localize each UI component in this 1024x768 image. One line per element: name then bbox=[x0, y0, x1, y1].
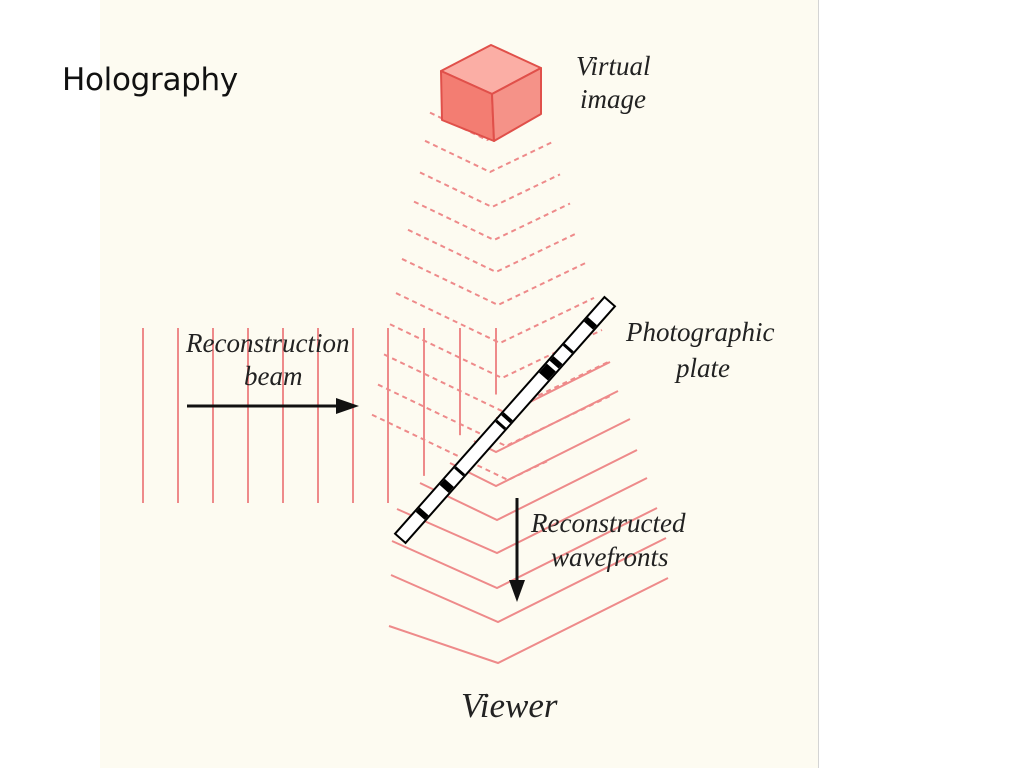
virtual-wavefront-chevron bbox=[395, 292, 595, 345]
cube-side-face bbox=[491, 67, 542, 142]
virtual-wavefront-chevron bbox=[413, 200, 571, 242]
virtual-wavefront-chevron bbox=[424, 139, 553, 174]
reconstructed-wavefront-chevron bbox=[396, 477, 648, 555]
slide-title: Holography bbox=[62, 62, 238, 98]
plate-fringes bbox=[415, 317, 597, 520]
virtual-wavefront-chevron bbox=[419, 171, 561, 209]
reconstruction-beam-wavefronts bbox=[142, 328, 497, 503]
reconstructed-wavefront-chevron bbox=[388, 577, 669, 665]
reconstructed-wavefronts-label-line2: wavefronts bbox=[551, 542, 669, 572]
photographic-plate-label-line1: Photographic bbox=[625, 317, 775, 347]
photographic-plate-label-line2: plate bbox=[674, 353, 730, 383]
reconstruction-beam-label-line1: Reconstruction bbox=[185, 328, 349, 358]
reconstructed-wavefront-chevron bbox=[390, 537, 667, 624]
cube-virtual-image-icon bbox=[440, 44, 542, 142]
arrow-right-icon bbox=[187, 398, 359, 414]
reconstructed-wavefront-chevron bbox=[391, 507, 658, 590]
virtual-image-label-line2: image bbox=[580, 84, 646, 114]
reconstructed-wavefronts-label-line1: Reconstructed bbox=[530, 508, 686, 538]
reconstruction-beam-label-line2: beam bbox=[244, 361, 302, 391]
virtual-image-label-line1: Virtual bbox=[576, 51, 651, 81]
arrow-down-icon bbox=[509, 498, 525, 602]
virtual-wavefront-chevron bbox=[407, 228, 579, 274]
plate-outline bbox=[393, 295, 617, 545]
virtual-wavefront-chevron bbox=[401, 258, 587, 307]
virtual-wavefront-chevron bbox=[383, 353, 609, 414]
photographic-plate-icon bbox=[393, 295, 617, 545]
viewer-label: Viewer bbox=[461, 686, 558, 725]
